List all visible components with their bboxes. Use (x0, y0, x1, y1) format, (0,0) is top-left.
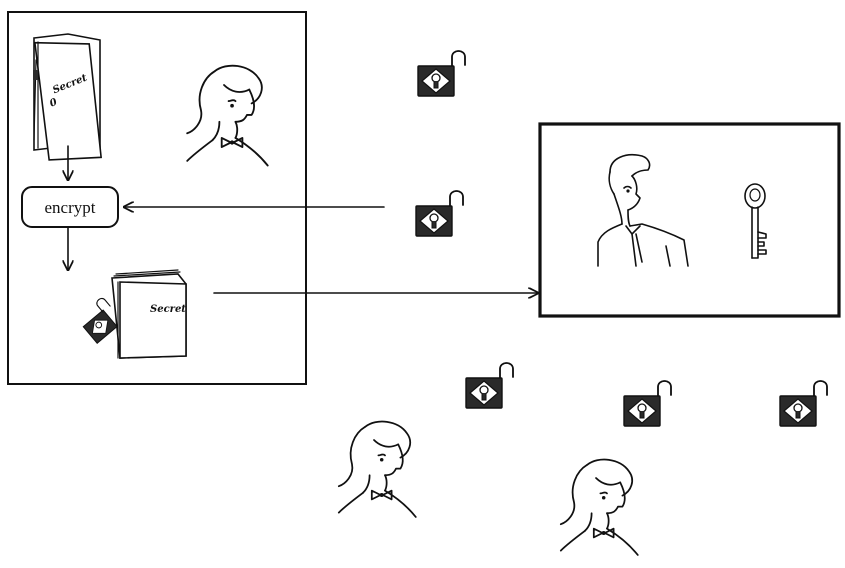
woman-eavesdropper-icon (337, 420, 417, 518)
secret-book-icon: Secret 0 (33, 33, 103, 161)
svg-text:0: 0 (48, 97, 59, 110)
encrypt-box: encrypt (21, 186, 119, 228)
locked-book-icon: Secret (82, 269, 187, 359)
open-padlock-icon (417, 50, 466, 97)
encrypt-label: encrypt (45, 198, 96, 217)
book-label-bottom: Secret (150, 304, 186, 315)
open-padlock-icon (779, 380, 828, 427)
open-padlock-icon (415, 190, 464, 237)
man-receiver-icon (597, 154, 689, 267)
receiver-frame (538, 122, 841, 318)
open-padlock-icon (465, 362, 514, 409)
woman-eavesdropper-icon (559, 458, 639, 556)
open-padlock-icon (623, 380, 672, 427)
key-icon (744, 183, 767, 259)
